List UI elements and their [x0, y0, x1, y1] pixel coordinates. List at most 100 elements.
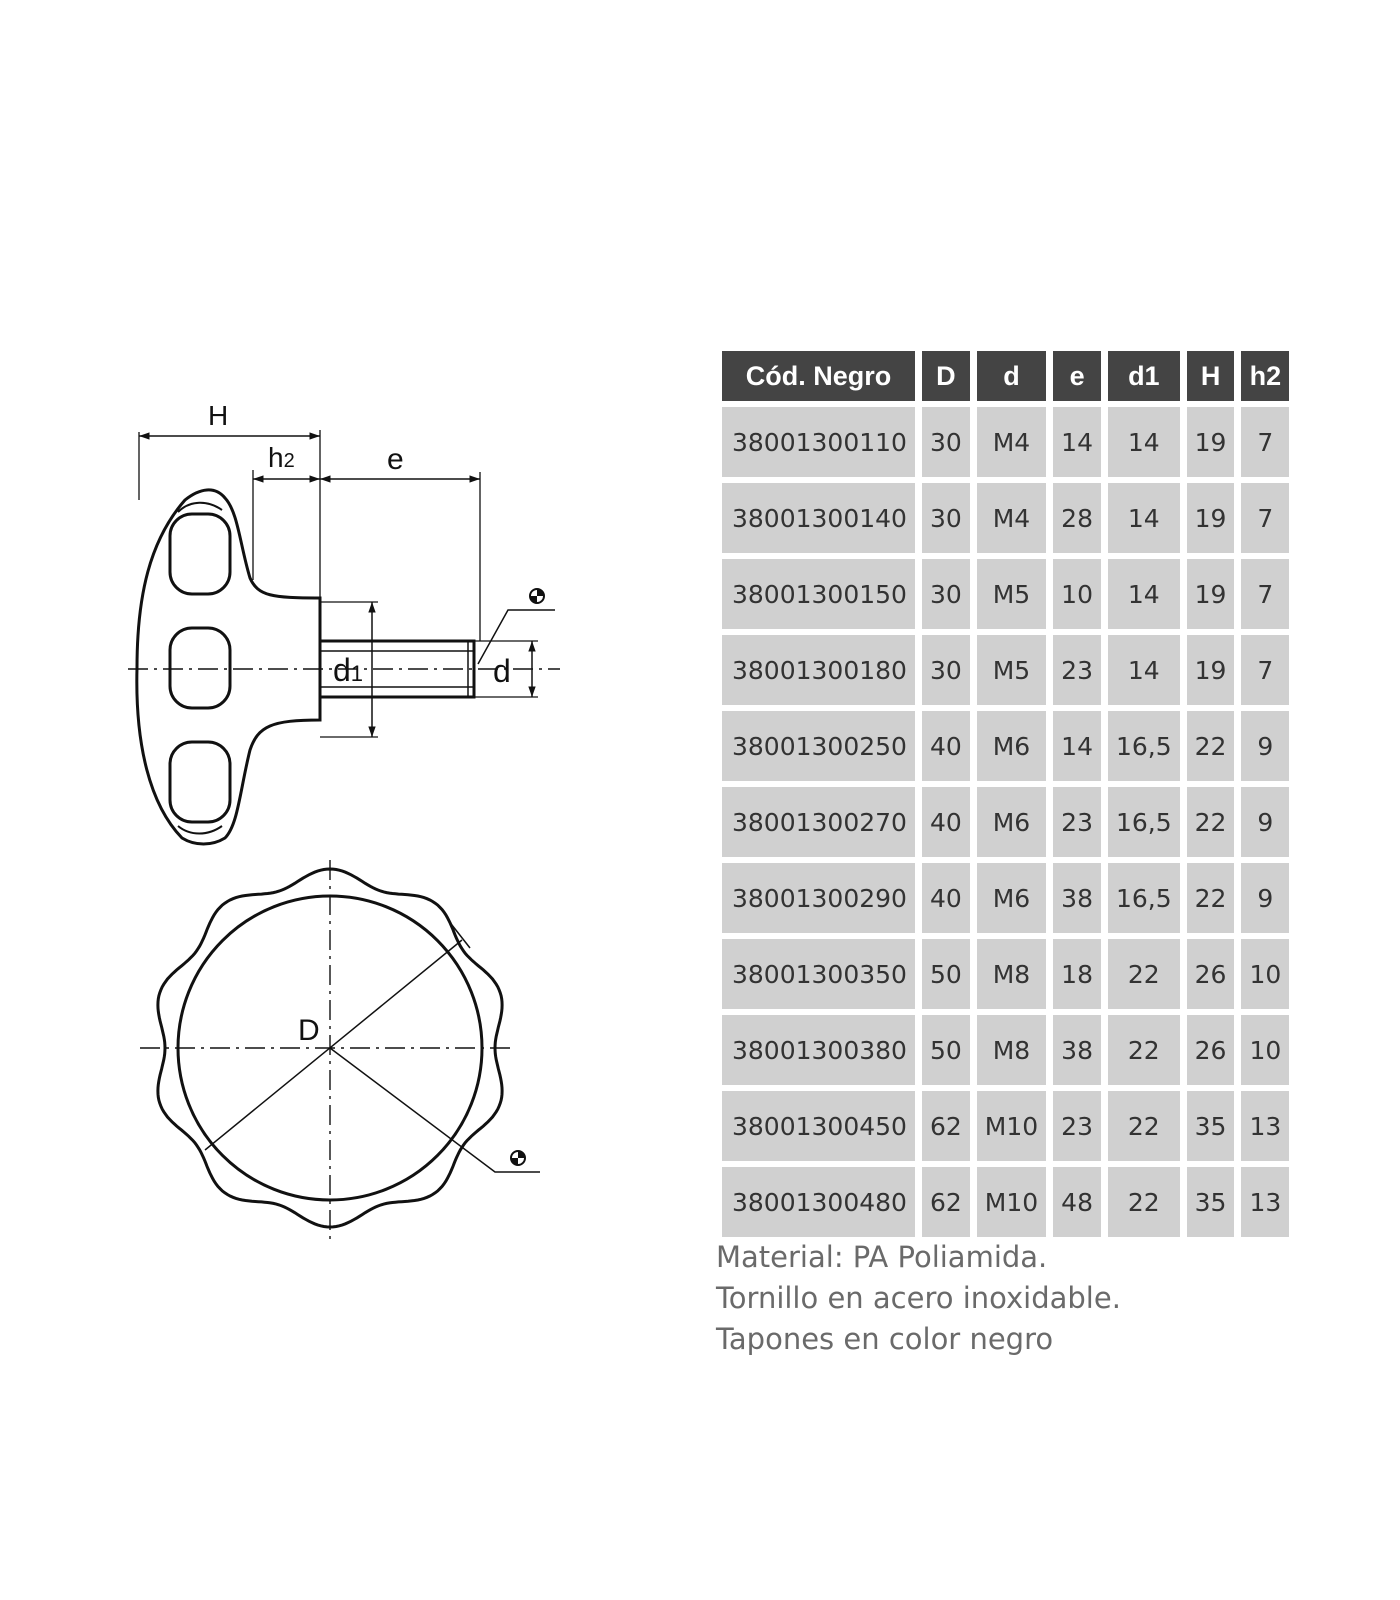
cell-H: 19 [1186, 407, 1235, 477]
cell-D: 30 [921, 635, 970, 705]
cell-D: 62 [921, 1167, 970, 1237]
cell-d1: 14 [1107, 483, 1180, 553]
cell-D: 30 [921, 483, 970, 553]
finger-recess-top [168, 512, 232, 596]
cell-H: 19 [1186, 635, 1235, 705]
cell-d1: 22 [1107, 1015, 1180, 1085]
cell-h2: 9 [1241, 863, 1290, 933]
header-D: D [921, 351, 970, 401]
cell-code: 38001300350 [722, 939, 915, 1009]
header-cod-negro: Cód. Negro [722, 351, 915, 401]
cell-h2: 7 [1241, 407, 1290, 477]
cell-h2: 13 [1241, 1091, 1290, 1161]
cell-code: 38001300140 [722, 483, 915, 553]
note-screw: Tornillo en acero inoxidable. [716, 1281, 1121, 1315]
technical-drawing: H h2 e d1 d D [128, 400, 560, 1245]
cell-e: 28 [1053, 483, 1101, 553]
cell-code: 38001300150 [722, 559, 915, 629]
cell-h2: 9 [1241, 787, 1290, 857]
cell-D: 40 [921, 711, 970, 781]
label-d: d [493, 653, 511, 689]
cell-H: 35 [1186, 1167, 1235, 1237]
cell-D: 30 [921, 559, 970, 629]
cell-h2: 10 [1241, 939, 1290, 1009]
cell-d: M5 [976, 559, 1047, 629]
cell-d: M5 [976, 635, 1047, 705]
knob-scalloped-outline [156, 867, 504, 1229]
cell-D: 50 [921, 1015, 970, 1085]
cell-h2: 7 [1241, 483, 1290, 553]
cell-D: 40 [921, 863, 970, 933]
cell-e: 23 [1053, 1091, 1101, 1161]
cell-D: 40 [921, 787, 970, 857]
cell-d1: 14 [1107, 559, 1180, 629]
cell-e: 23 [1053, 787, 1101, 857]
thread-symbol-icon [529, 588, 545, 604]
knob-top-view [140, 860, 540, 1245]
cell-d1: 14 [1107, 635, 1180, 705]
cell-d: M6 [976, 711, 1047, 781]
cell-code: 38001300110 [722, 407, 915, 477]
cell-e: 14 [1053, 407, 1101, 477]
cell-h2: 9 [1241, 711, 1290, 781]
cell-d: M8 [976, 1015, 1047, 1085]
finger-recess-bottom [168, 740, 232, 824]
label-e: e [387, 443, 404, 476]
knob-side-view [128, 430, 560, 846]
cell-D: 30 [921, 407, 970, 477]
cell-code: 38001300270 [722, 787, 915, 857]
cell-e: 48 [1053, 1167, 1101, 1237]
cell-H: 22 [1186, 863, 1235, 933]
cell-d1: 22 [1107, 1167, 1180, 1237]
label-h2: h2 [268, 442, 295, 473]
cell-d1: 16,5 [1107, 863, 1180, 933]
cell-code: 38001300250 [722, 711, 915, 781]
cell-d1: 22 [1107, 1091, 1180, 1161]
cell-H: 19 [1186, 559, 1235, 629]
cell-d1: 14 [1107, 407, 1180, 477]
knob-body-outline [135, 488, 322, 846]
cell-d1: 22 [1107, 939, 1180, 1009]
cell-D: 50 [921, 939, 970, 1009]
finger-recess-middle [168, 626, 232, 710]
cell-d1: 16,5 [1107, 787, 1180, 857]
header-e: e [1053, 351, 1101, 401]
cell-H: 35 [1186, 1091, 1235, 1161]
header-H: H [1186, 351, 1235, 401]
cell-d: M10 [976, 1091, 1047, 1161]
cell-h2: 10 [1241, 1015, 1290, 1085]
cell-e: 10 [1053, 559, 1101, 629]
cell-code: 38001300290 [722, 863, 915, 933]
cell-code: 38001300180 [722, 635, 915, 705]
header-h2: h2 [1241, 351, 1290, 401]
cell-H: 22 [1186, 787, 1235, 857]
cell-d: M4 [976, 483, 1047, 553]
thread-leader-line [477, 609, 555, 665]
cell-e: 38 [1053, 1015, 1101, 1085]
cell-d: M8 [976, 939, 1047, 1009]
cell-h2: 13 [1241, 1167, 1290, 1237]
material-notes: Material: PA Poliamida. Tornillo en acer… [716, 1237, 1121, 1360]
cell-d: M10 [976, 1167, 1047, 1237]
note-caps: Tapones en color negro [716, 1322, 1054, 1356]
cell-H: 19 [1186, 483, 1235, 553]
thread-leader-line-2 [329, 1047, 540, 1173]
cell-e: 23 [1053, 635, 1101, 705]
cell-code: 38001300450 [722, 1091, 915, 1161]
cell-D: 62 [921, 1091, 970, 1161]
cell-h2: 7 [1241, 559, 1290, 629]
thread-symbol-icon-2 [510, 1150, 526, 1166]
cell-d: M6 [976, 863, 1047, 933]
